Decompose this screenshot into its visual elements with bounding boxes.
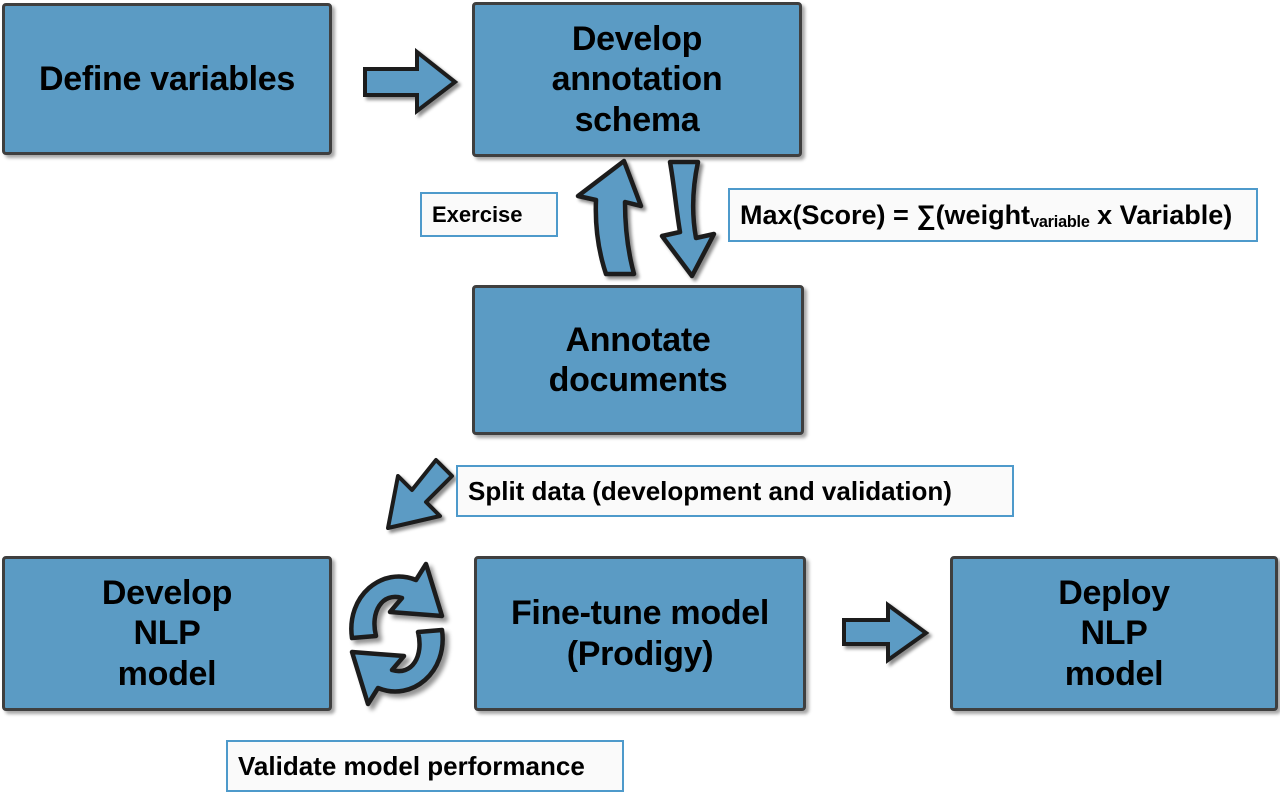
label-box-validate-performance: Validate model performance (226, 740, 624, 792)
process-box-define-variables[interactable]: Define variables (2, 3, 332, 155)
process-box-develop-annotation-schema[interactable]: Develop annotation schema (472, 2, 802, 157)
formula-prefix: Max(Score) = ∑(weight (740, 199, 1031, 230)
label-box-score-formula: Max(Score) = ∑(weightvariable x Variable… (728, 188, 1258, 242)
label-split-data-text: Split data (development and validation) (468, 475, 952, 506)
arrow-define-to-schema (363, 47, 459, 116)
arrow-annotate-to-schema-curved-up (562, 158, 650, 280)
arrow-annotate-to-develop-diagonal (364, 456, 456, 538)
label-box-exercise: Exercise (420, 192, 558, 237)
arrow-schema-to-annotate-curved-down (652, 158, 740, 280)
label-box-split-data: Split data (development and validation) (456, 465, 1014, 517)
arrow-finetune-to-deploy (842, 601, 930, 664)
process-box-annotate-documents[interactable]: Annotate documents (472, 285, 804, 435)
label-formula-text: Max(Score) = ∑(weightvariable x Variable… (730, 199, 1233, 232)
formula-subscript: variable (1030, 213, 1090, 232)
formula-suffix: x Variable) (1089, 199, 1233, 230)
process-box-deploy-nlp-model[interactable]: Deploy NLP model (950, 556, 1278, 711)
arrow-develop-finetune-cycle (338, 556, 476, 712)
label-exercise-text: Exercise (432, 201, 523, 227)
label-validate-text: Validate model performance (238, 750, 585, 781)
process-box-fine-tune-model[interactable]: Fine-tune model (Prodigy) (474, 556, 806, 711)
process-box-develop-nlp-model[interactable]: Develop NLP model (2, 556, 332, 711)
